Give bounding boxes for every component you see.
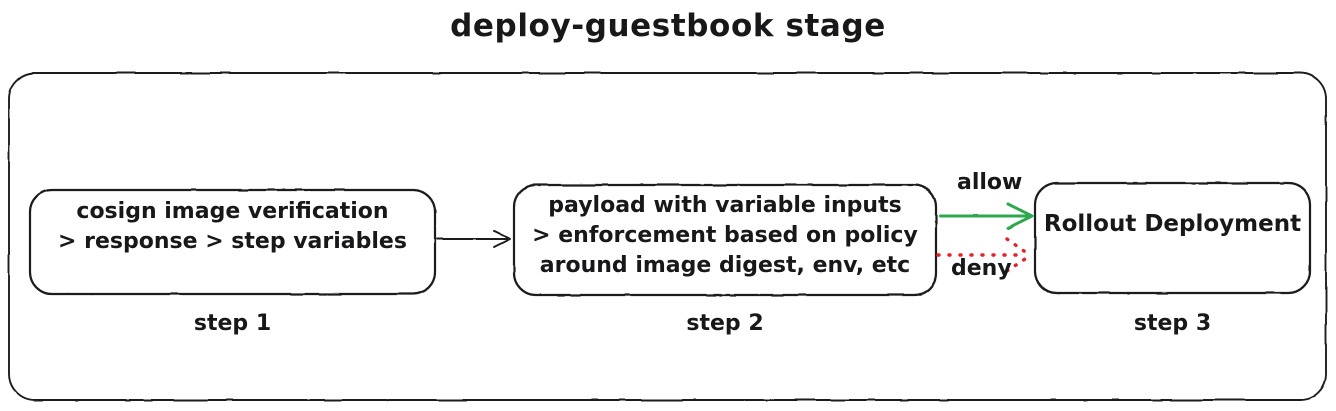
step-2-text-line-2: > enforcement based on policy	[532, 223, 918, 248]
arrow-step1-to-step2	[436, 230, 511, 248]
step-3-caption: step 3	[1133, 311, 1212, 336]
arrow-allow	[938, 202, 1034, 230]
page-title: deploy-guestbook stage	[450, 8, 886, 44]
step-1-text-line-1: cosign image verification	[76, 199, 389, 224]
edge-label-allow: allow	[957, 170, 1023, 195]
step-3-text-line-1: Rollout Deployment	[1043, 211, 1302, 237]
step-1-caption: step 1	[193, 311, 272, 336]
step-2-text-line-1: payload with variable inputs	[548, 193, 902, 218]
step-1-text-line-2: > response > step variables	[58, 229, 407, 254]
edge-label-deny: deny	[951, 256, 1012, 281]
step-2-caption: step 2	[686, 311, 764, 336]
step-2-text-line-3: around image digest, env, etc	[539, 253, 911, 278]
